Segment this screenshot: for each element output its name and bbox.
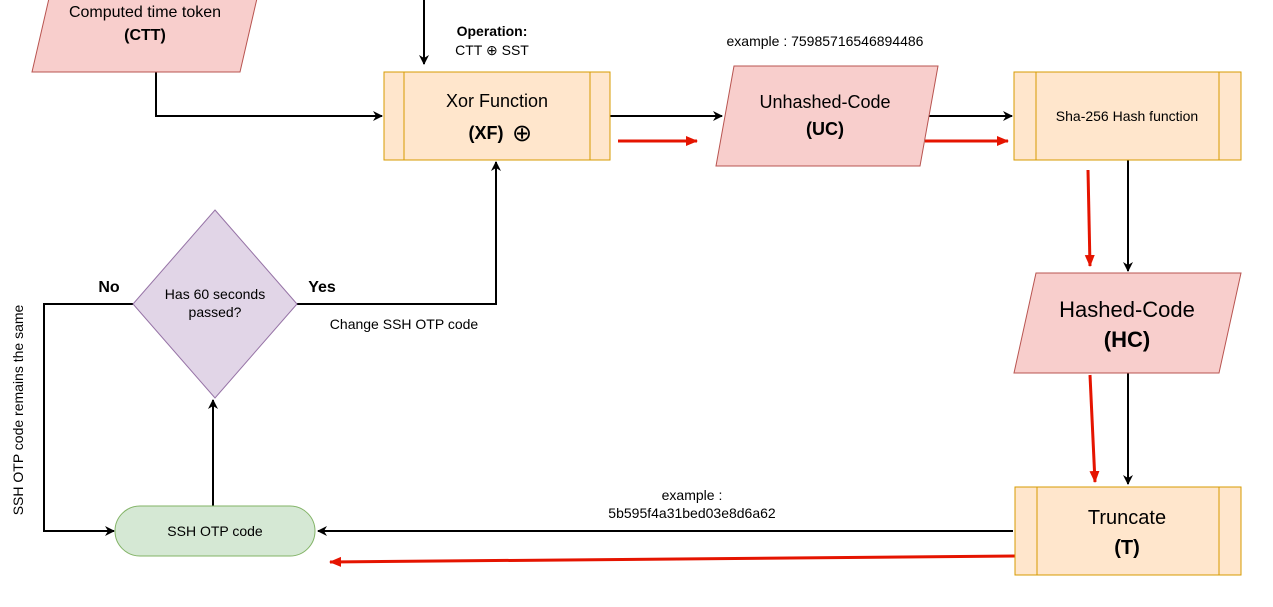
label-remains: SSH OTP code remains the same xyxy=(10,304,26,515)
node-xf: Xor Function (XF) ⊕ xyxy=(383,71,611,161)
uc-line1: Unhashed-Code xyxy=(759,92,890,112)
xor-symbol-icon: ⊕ xyxy=(512,120,532,147)
arrow-ctt-to-xf xyxy=(155,72,383,121)
red-arrow-sha-to-hc xyxy=(1084,169,1095,267)
highlight-arrows xyxy=(329,136,1100,567)
red-arrow-trunc-to-ssh xyxy=(329,554,1017,567)
truncate-shape xyxy=(1014,486,1242,576)
node-ssh-otp: SSH OTP code xyxy=(114,505,316,557)
decision-line2: passed? xyxy=(189,304,242,320)
arrow-decision-no-to-ssh xyxy=(43,303,133,536)
xf-shape xyxy=(383,71,611,161)
uc-line2: (UC) xyxy=(806,119,844,139)
label-yes: Yes xyxy=(308,279,336,296)
ctt-line2: (CTT) xyxy=(124,27,166,44)
ctt-line1: Computed time token xyxy=(69,4,221,21)
xf-line2: (XF) xyxy=(469,123,504,143)
node-ctt: Computed time token (CTT) xyxy=(31,0,258,73)
example-t-line2: 5b595f4a31bed03e8d6a62 xyxy=(608,505,776,521)
operation-title: Operation: xyxy=(457,23,528,39)
example-uc: example : 75985716546894486 xyxy=(727,33,924,49)
node-decision: Has 60 seconds passed? xyxy=(132,209,298,399)
sha-shape xyxy=(1013,71,1242,161)
hc-line1: Hashed-Code xyxy=(1059,297,1195,322)
decision-shape xyxy=(132,209,298,399)
truncate-line2: (T) xyxy=(1114,537,1140,559)
connectors xyxy=(43,0,1133,536)
truncate-line1: Truncate xyxy=(1088,507,1166,529)
ssh-otp-label: SSH OTP code xyxy=(167,523,263,539)
decision-line1: Has 60 seconds xyxy=(165,286,265,302)
xf-line1: Xor Function xyxy=(446,91,548,111)
node-truncate: Truncate (T) xyxy=(1014,486,1242,576)
node-uc: Unhashed-Code (UC) xyxy=(715,65,939,167)
operation-expr: CTT ⊕ SST xyxy=(455,42,529,58)
ctt-shape xyxy=(31,0,258,73)
hc-line2: (HC) xyxy=(1104,327,1150,352)
node-sha: Sha-256 Hash function xyxy=(1013,71,1242,161)
node-hc: Hashed-Code (HC) xyxy=(1013,272,1242,374)
hc-shape xyxy=(1013,272,1242,374)
example-t-line1: example : xyxy=(662,487,723,503)
arrow-decision-yes-to-xf xyxy=(297,161,501,305)
label-change: Change SSH OTP code xyxy=(330,316,479,332)
ssh-otp-shape xyxy=(114,505,316,557)
sha-label: Sha-256 Hash function xyxy=(1056,108,1198,124)
red-arrow-hc-to-trunc xyxy=(1088,374,1100,483)
uc-shape xyxy=(715,65,939,167)
label-no: No xyxy=(98,279,120,296)
